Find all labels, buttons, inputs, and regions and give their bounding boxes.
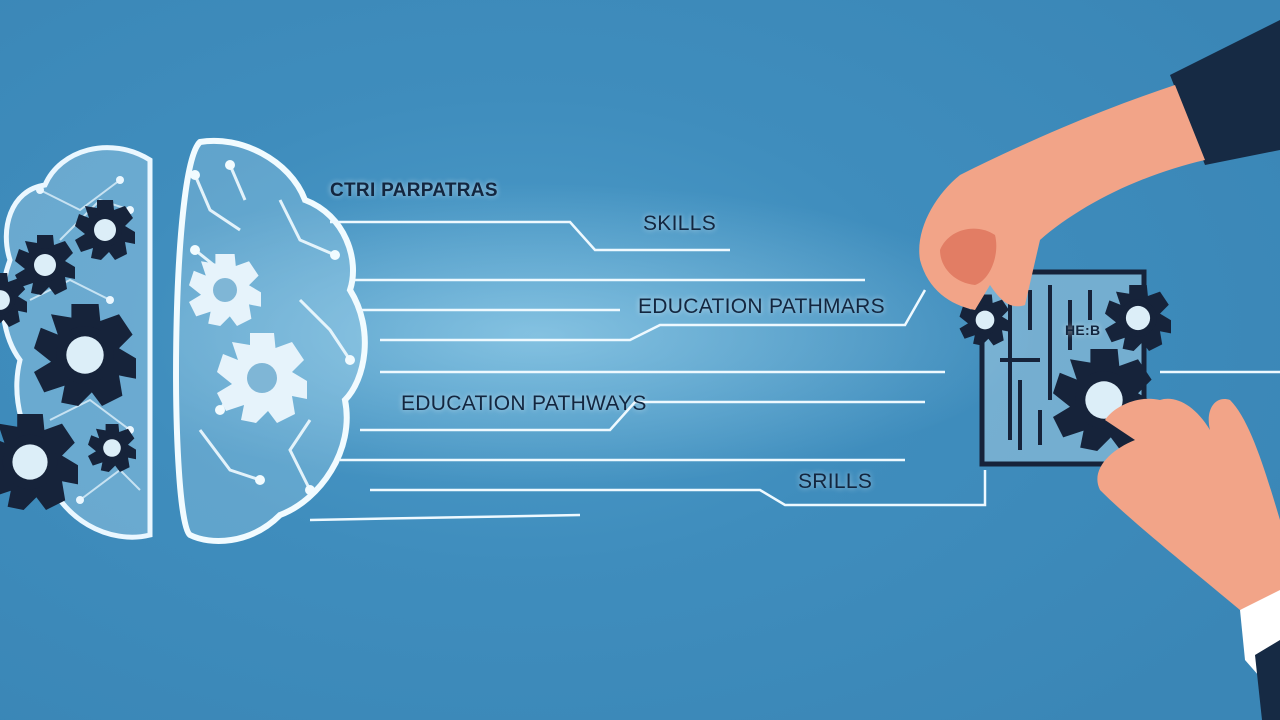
upper-hand-icon: [919, 20, 1280, 310]
panel-tag-label: HE:B: [1065, 322, 1101, 338]
skills-label: SKILLS: [643, 212, 717, 235]
education-pathways-label: EDUCATION PATHWAYS: [401, 392, 647, 415]
education-pathmars-label: EDUCATION PATHMARS: [638, 295, 885, 318]
header-label: CTRI PARPATRAS: [330, 180, 498, 201]
srills-label: SRILLS: [798, 470, 873, 493]
lower-hand-icon: [1097, 398, 1280, 720]
left-brain-hemisphere-icon: [0, 145, 153, 540]
connector-lines: [309, 220, 1280, 522]
right-brain-hemisphere-icon: [173, 137, 368, 544]
